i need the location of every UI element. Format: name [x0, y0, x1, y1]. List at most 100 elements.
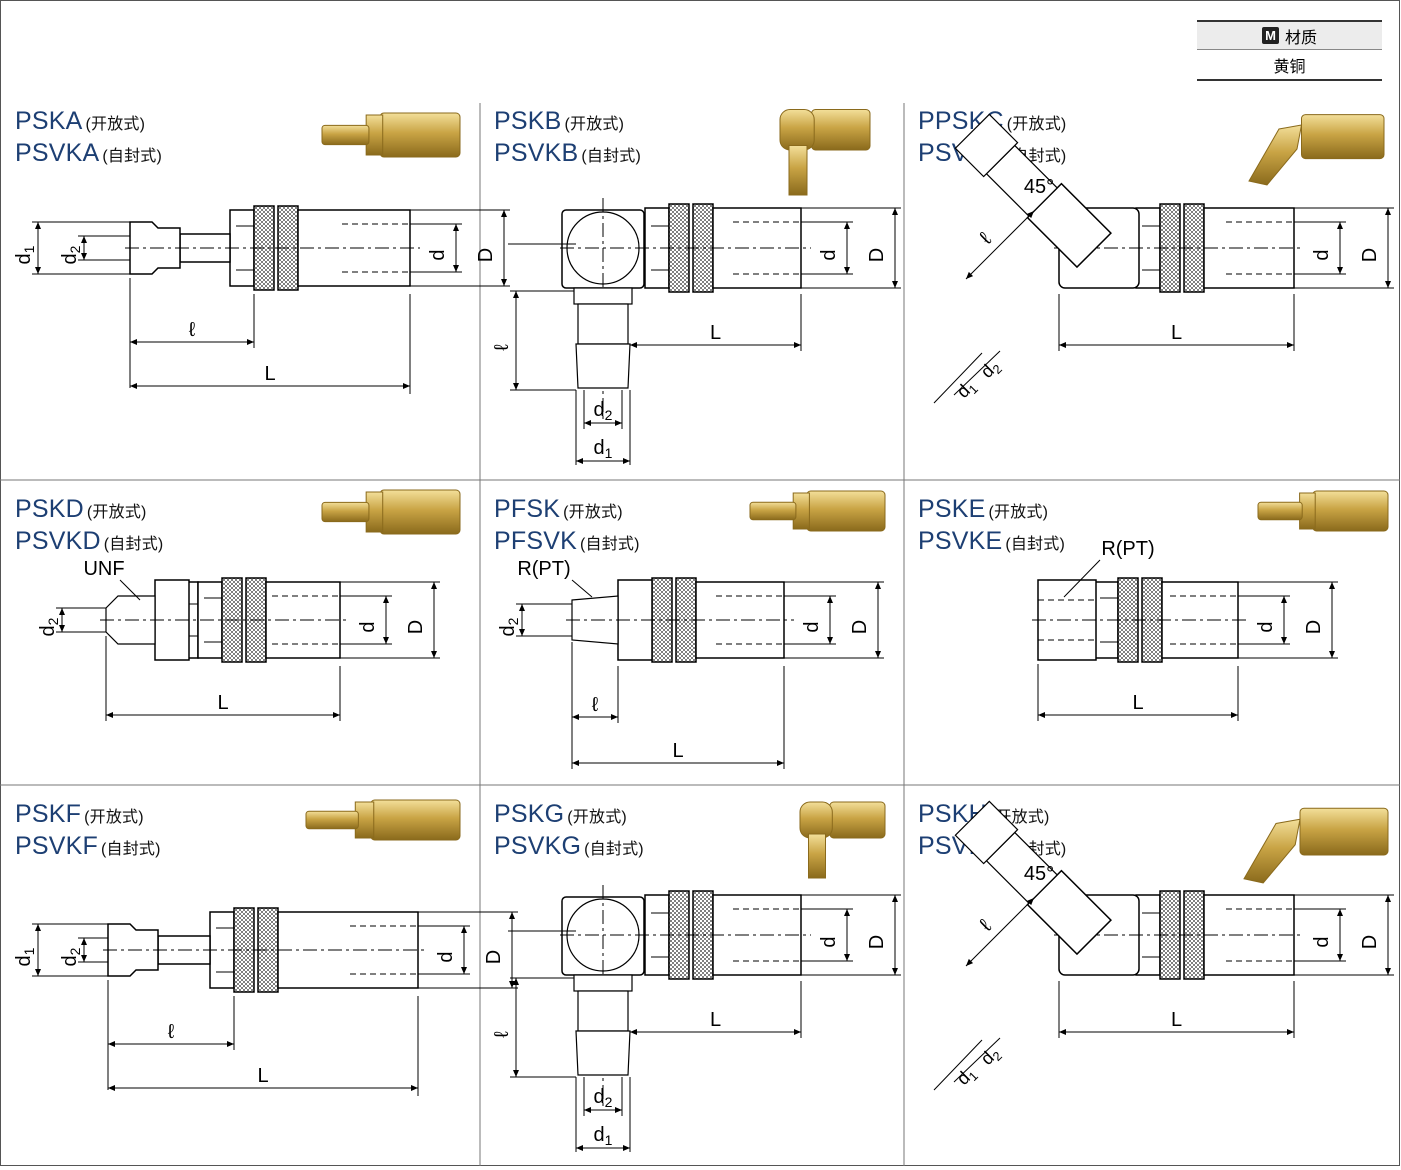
line	[675, 613, 697, 635]
line	[245, 621, 267, 643]
line	[261, 975, 279, 993]
model-type: (自封式)	[1005, 536, 1066, 553]
line	[233, 959, 255, 981]
arrow-head	[576, 1145, 583, 1151]
line	[692, 922, 714, 944]
knurl-pattern	[692, 203, 714, 293]
arrow-head	[576, 458, 583, 464]
line	[692, 259, 714, 281]
line	[257, 653, 267, 663]
line	[281, 273, 299, 291]
line	[1159, 223, 1181, 245]
product-photo	[305, 799, 461, 841]
line	[229, 577, 243, 591]
line	[1141, 589, 1163, 611]
line	[700, 203, 714, 217]
line	[651, 629, 673, 651]
arrow-head	[513, 978, 519, 985]
line	[253, 253, 275, 275]
line	[245, 597, 267, 619]
branch-barb	[954, 800, 1019, 865]
line	[1159, 247, 1181, 269]
arrow-head	[35, 267, 41, 274]
line	[1117, 589, 1139, 611]
dim-subscript: 2	[605, 1094, 613, 1110]
line	[1175, 974, 1181, 980]
line	[1149, 577, 1163, 591]
line	[233, 653, 243, 663]
line	[1159, 219, 1181, 241]
arrow-head	[411, 1085, 418, 1091]
line	[692, 954, 714, 976]
arrow-head	[1385, 208, 1391, 215]
model-code: PSKB	[494, 107, 562, 135]
dim-label: ℓ	[491, 344, 513, 351]
model-code: PSVKG	[494, 832, 582, 860]
line	[1183, 926, 1205, 948]
model-title-sealed: PSVKE(自封式)	[918, 527, 1065, 556]
photo-sleeve	[829, 801, 886, 839]
line	[1117, 625, 1139, 647]
photo-sleeve	[1312, 490, 1389, 532]
line	[692, 914, 714, 936]
knurl-pattern	[257, 907, 279, 993]
line	[261, 907, 279, 925]
line	[651, 589, 673, 611]
arrow-head	[844, 909, 850, 916]
line	[1191, 966, 1205, 980]
line	[1141, 613, 1163, 635]
line	[692, 890, 714, 912]
line	[257, 963, 279, 985]
knurl-pattern	[1159, 203, 1181, 293]
line	[245, 633, 267, 655]
line	[668, 938, 690, 960]
line	[692, 926, 714, 948]
line	[668, 251, 690, 273]
line	[277, 225, 299, 247]
material-header: M 材质	[1197, 20, 1382, 50]
arrow-head	[892, 968, 898, 975]
line	[269, 285, 275, 291]
arrow-head	[966, 271, 974, 279]
line	[651, 601, 673, 623]
arrow-head	[81, 938, 87, 945]
line	[1191, 203, 1205, 217]
line	[1183, 243, 1205, 265]
arrow-head	[333, 712, 340, 718]
line	[289, 281, 299, 291]
line	[245, 601, 267, 623]
line	[1125, 649, 1139, 663]
line	[253, 265, 275, 287]
line	[684, 974, 690, 980]
line	[1149, 649, 1163, 663]
arrow-head	[875, 582, 881, 589]
line	[1171, 203, 1181, 213]
model-title-sealed: PFSVK(自封式)	[494, 527, 640, 556]
line	[692, 247, 714, 269]
line	[692, 906, 714, 928]
arrow-head	[106, 712, 113, 718]
line	[1183, 203, 1205, 225]
line	[1183, 938, 1205, 960]
line	[221, 625, 243, 647]
model-title-sealed: PSVKF(自封式)	[15, 832, 161, 861]
line	[1141, 601, 1163, 623]
dim-label: ℓ	[168, 1021, 175, 1043]
line	[668, 902, 690, 924]
line	[253, 217, 275, 239]
dim-label: R(PT)	[1101, 538, 1154, 560]
line	[679, 645, 697, 663]
arrow-head	[108, 1041, 115, 1047]
line	[1187, 275, 1205, 293]
line	[692, 938, 714, 960]
dim-label: d1	[953, 1063, 981, 1091]
line	[1159, 950, 1181, 972]
dim-label: D	[866, 248, 888, 262]
line	[1117, 581, 1139, 603]
line	[651, 593, 673, 615]
photo-elbow	[779, 109, 815, 151]
